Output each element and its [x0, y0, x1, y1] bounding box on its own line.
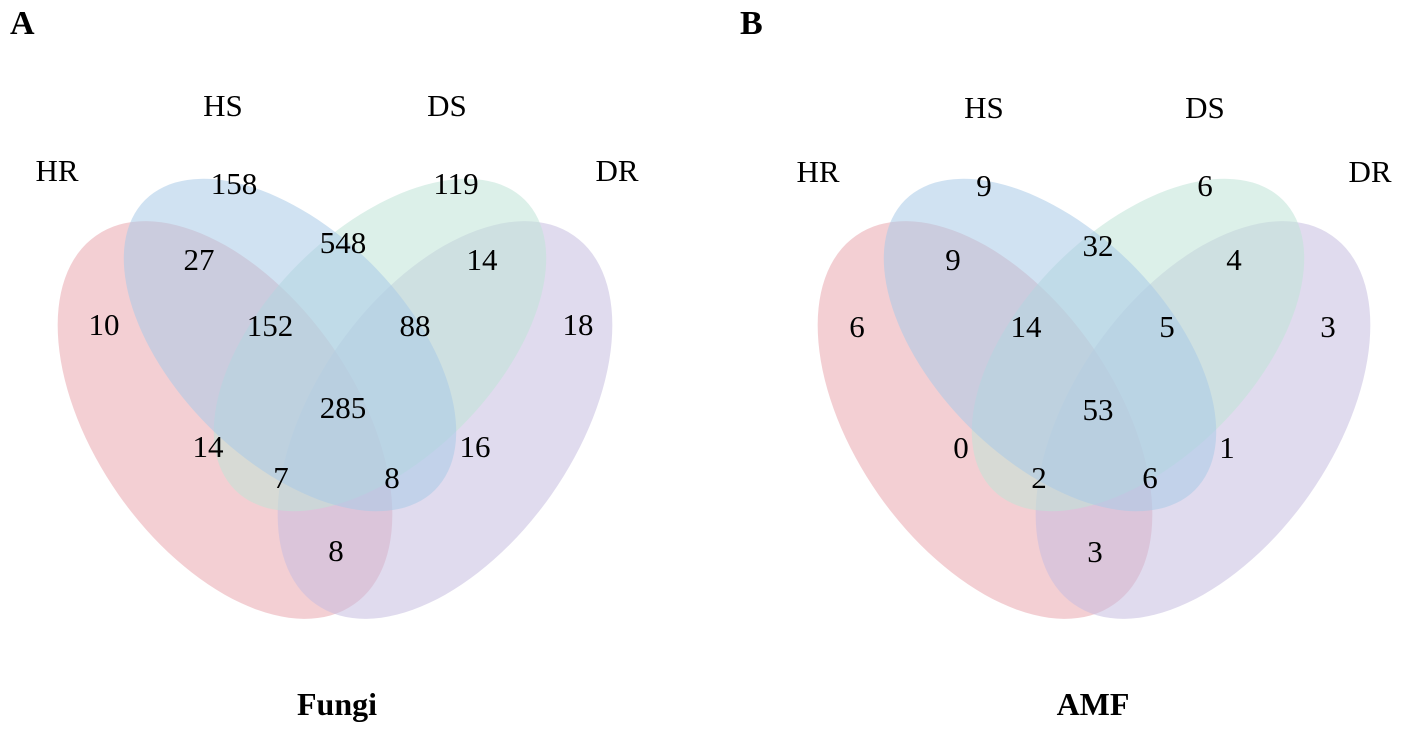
set-label-hr: HR [796, 154, 839, 189]
region-count-hr-only: 10 [89, 307, 120, 342]
set-label-hs: HS [964, 90, 1004, 125]
region-count-dr-only: 18 [563, 307, 594, 342]
region-count-all: 285 [320, 390, 367, 425]
region-count-hs-only: 9 [976, 168, 992, 203]
region-count-hs-ds: 548 [320, 225, 367, 260]
set-label-hr: HR [35, 153, 78, 188]
panel-title: Fungi [297, 686, 377, 722]
region-count-hr-hs-dr: 8 [384, 460, 400, 495]
set-label-hs: HS [203, 88, 243, 123]
region-count-hr-dr: 3 [1087, 534, 1103, 569]
region-count-ds-only: 119 [433, 166, 478, 201]
region-count-ds-dr: 14 [467, 242, 499, 277]
set-label-ds: DS [1185, 90, 1225, 125]
region-count-hr-ds: 14 [193, 429, 225, 464]
panel-letter: B [740, 5, 763, 42]
region-count-hr-ds-dr: 2 [1031, 460, 1047, 495]
region-count-hr-hs-dr: 6 [1142, 460, 1158, 495]
venn-panel-a: A HR HS DS DR 10 158 119 18 27 548 14 15… [10, 5, 639, 722]
region-count-hs-dr: 16 [460, 429, 491, 464]
region-count-ds-dr: 4 [1226, 242, 1242, 277]
set-ellipse-hs [123, 178, 457, 512]
region-count-hr-hs: 27 [184, 242, 215, 277]
region-count-hs-dr: 1 [1219, 430, 1235, 465]
set-label-dr: DR [1348, 154, 1391, 189]
region-count-dr-only: 3 [1320, 309, 1336, 344]
region-count-ds-only: 6 [1197, 168, 1213, 203]
venn-panel-b: B HR HS DS DR 6 9 6 3 9 32 4 14 5 53 0 1… [740, 5, 1392, 722]
region-count-hr-hs-ds: 152 [247, 308, 294, 343]
set-ellipse-hs [883, 178, 1217, 512]
region-count-hr-hs-ds: 14 [1011, 309, 1043, 344]
region-count-hr-ds: 0 [953, 430, 969, 465]
panel-letter: A [10, 5, 35, 42]
region-count-hs-ds-dr: 5 [1159, 309, 1175, 344]
region-count-hr-only: 6 [849, 309, 865, 344]
set-label-dr: DR [595, 153, 638, 188]
region-count-hr-dr: 8 [328, 533, 344, 568]
region-count-hr-ds-dr: 7 [273, 460, 289, 495]
region-count-hr-hs: 9 [945, 242, 961, 277]
region-count-hs-ds: 32 [1083, 228, 1114, 263]
set-label-ds: DS [427, 88, 467, 123]
panel-title: AMF [1057, 686, 1130, 722]
region-count-hs-ds-dr: 88 [400, 308, 431, 343]
region-count-all: 53 [1083, 392, 1114, 427]
region-count-hs-only: 158 [211, 166, 258, 201]
